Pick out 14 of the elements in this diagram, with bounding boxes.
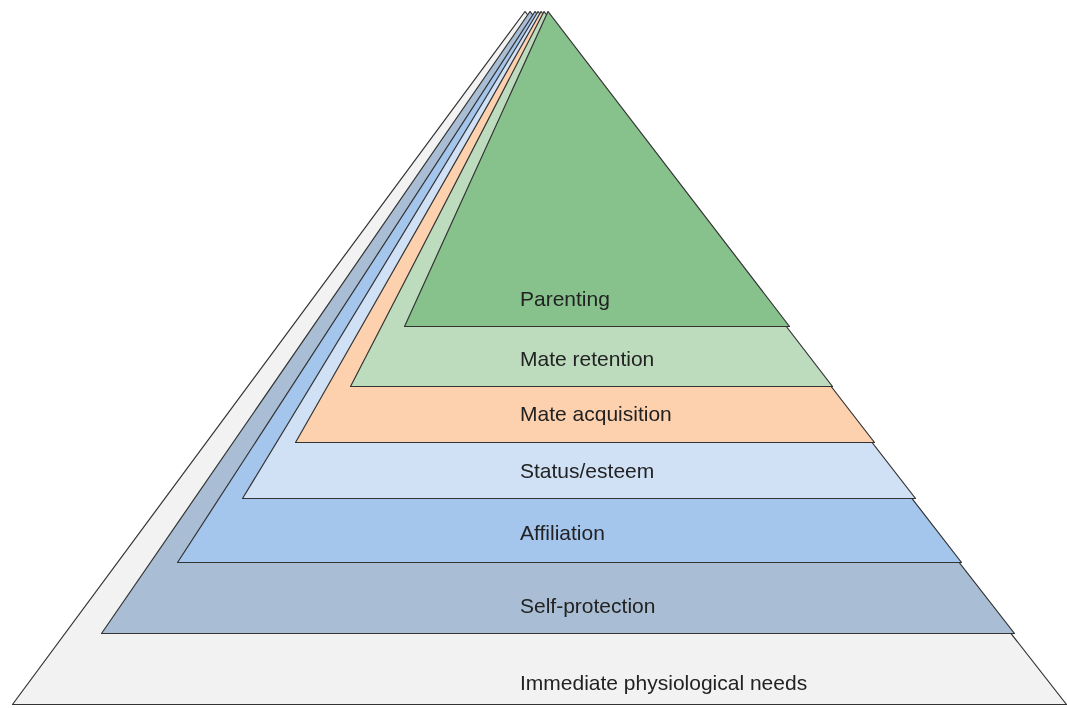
pyramid-layer [101,11,1015,634]
layer-label: Mate acquisition [520,401,672,427]
pyramid-layer [404,11,790,327]
pyramid-layer [12,11,1067,705]
pyramid-layer [242,11,916,499]
pyramid-layer [177,11,962,563]
layer-label: Mate retention [520,346,655,372]
layer-label: Parenting [520,286,610,312]
pyramid-layer [350,11,833,387]
layer-label: Self-protection [520,593,656,619]
layer-label: Affiliation [520,520,605,546]
layer-label: Status/esteem [520,458,655,484]
pyramid-layer [295,11,875,443]
layer-label: Immediate physiological needs [520,670,808,696]
